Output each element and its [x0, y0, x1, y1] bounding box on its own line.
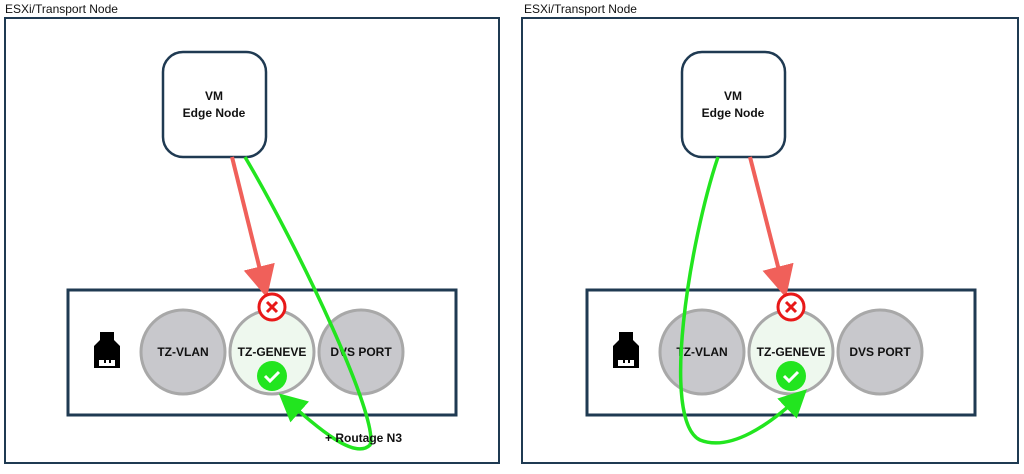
panel-title: ESXi/Transport Node	[524, 2, 637, 16]
port-dvs	[836, 308, 924, 396]
blocked-arrow	[748, 156, 794, 298]
check-icon	[776, 361, 806, 391]
x-icon	[257, 292, 287, 322]
port-label: TZ-VLAN	[157, 345, 208, 359]
plug-icon	[94, 332, 120, 368]
port-label: TZ-VLAN	[676, 345, 727, 359]
vm-sublabel: Edge Node	[183, 106, 246, 120]
vm-label: VM	[724, 89, 742, 103]
x-icon	[776, 292, 806, 322]
right-panel: ESXi/Transport Node VM Edge Node TZ-VLAN…	[521, 2, 1019, 464]
vm-edge-node	[680, 50, 787, 159]
port-tz-vlan	[139, 308, 227, 396]
port-label: DVS PORT	[849, 345, 911, 359]
allowed-arrow	[678, 156, 808, 445]
allowed-arrow	[243, 156, 373, 451]
vm-label: VM	[205, 89, 223, 103]
left-panel: ESXi/Transport Node VM Edge Node TZ-VLAN…	[4, 2, 500, 464]
check-icon	[257, 361, 287, 391]
panel-title: ESXi/Transport Node	[5, 2, 118, 16]
plug-icon	[613, 332, 639, 368]
routage-annotation: + Routage N3	[325, 431, 402, 445]
port-label: TZ-GENEVE	[238, 345, 307, 359]
port-label: TZ-GENEVE	[757, 345, 826, 359]
vm-sublabel: Edge Node	[702, 106, 765, 120]
vm-edge-node	[161, 50, 268, 159]
blocked-arrow	[230, 156, 275, 298]
